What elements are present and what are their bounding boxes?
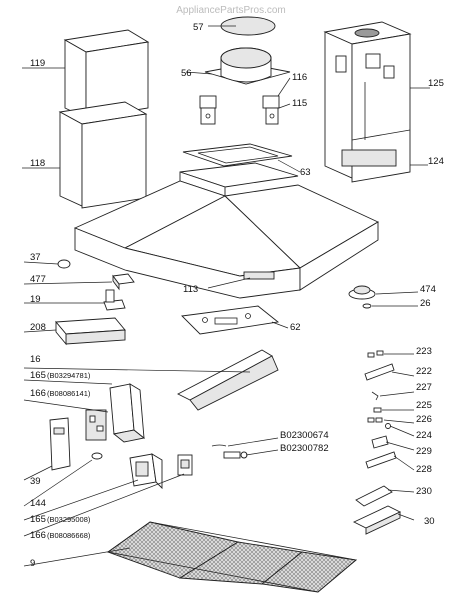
label-222: 222: [416, 366, 432, 377]
label-113: 113: [183, 284, 198, 295]
label-19: 19: [30, 294, 41, 305]
part-229-holder: [371, 435, 389, 449]
part-19-clip: [103, 289, 126, 311]
label-225: 225: [416, 400, 432, 411]
part-118-lower-chimney: [58, 101, 148, 209]
part-144-grommet: [91, 452, 103, 460]
label-56: 56: [181, 68, 192, 79]
part-30-light-cover: [352, 505, 402, 535]
part-477-cover: [112, 273, 135, 291]
part-37-clip: [57, 259, 71, 269]
part-222-light-bar: [364, 363, 395, 381]
label-b02300674: B02300674: [280, 430, 329, 441]
part-116-bracket: [262, 95, 280, 125]
label-165a: 165: [30, 370, 46, 381]
part-115-bracket: [199, 95, 217, 125]
part-56-blower: [204, 47, 291, 85]
label-9: 9: [30, 558, 35, 569]
part-223-lamp-holders: [367, 350, 384, 358]
label-116: 116: [292, 72, 307, 83]
label-165b-code: (B03295008): [47, 515, 91, 524]
part-224-connector: [385, 423, 391, 429]
part-39-cover: [49, 417, 71, 471]
label-228: 228: [416, 464, 432, 475]
part-62-plate: [181, 305, 280, 335]
label-166a: 166: [30, 388, 46, 399]
leader-lines: [22, 25, 430, 567]
label-165b: 165: [30, 514, 46, 525]
part-26-screw: [362, 303, 372, 309]
part-16-baffle: [177, 349, 279, 411]
label-124: 124: [428, 156, 444, 167]
label-26: 26: [420, 298, 431, 309]
label-125: 125: [428, 78, 444, 89]
label-223: 223: [416, 346, 432, 357]
label-b02300782: B02300782: [280, 443, 329, 454]
part-165-control-box: [109, 383, 146, 443]
label-229: 229: [416, 446, 432, 457]
label-230: 230: [416, 486, 432, 497]
part-165-junction-box: [129, 453, 163, 490]
label-118: 118: [30, 158, 45, 169]
label-477: 477: [30, 274, 46, 285]
label-474: 474: [420, 284, 436, 295]
label-144: 144: [30, 498, 46, 509]
part-230-lens: [355, 485, 393, 507]
part-166-circuit-board: [85, 409, 107, 441]
part-125-chimney-frame: [323, 21, 412, 183]
part-166-terminal: [177, 454, 193, 476]
hood-canopy: [73, 162, 379, 299]
label-39: 39: [30, 476, 41, 487]
watermark-text: AppliancePartsPros.com: [176, 5, 286, 16]
label-62: 62: [290, 322, 301, 333]
label-63: 63: [300, 167, 311, 178]
label-119: 119: [30, 58, 45, 69]
label-57: 57: [193, 22, 204, 33]
label-30: 30: [424, 516, 435, 527]
label-165a-code: (B03294781): [47, 371, 91, 380]
part-226-clip: [367, 417, 383, 423]
label-208: 208: [30, 322, 46, 333]
label-16: 16: [30, 354, 41, 365]
label-166b-code: (B08086668): [47, 531, 91, 540]
part-63-mounting-plate: [182, 143, 293, 167]
label-115: 115: [292, 98, 307, 109]
label-226: 226: [416, 414, 432, 425]
label-227: 227: [416, 382, 432, 393]
label-166a-code: (B08086141): [47, 389, 91, 398]
part-208-transformer: [55, 317, 126, 346]
label-37: 37: [30, 252, 41, 263]
label-224: 224: [416, 430, 432, 441]
part-228-lamp-housing: [365, 451, 397, 469]
part-119-upper-chimney: [63, 29, 150, 119]
part-wire-connector: [211, 444, 248, 459]
part-227-lamp: [371, 391, 379, 401]
part-474-knob: [348, 285, 376, 300]
label-166b: 166: [30, 530, 46, 541]
part-225-socket: [373, 407, 382, 413]
part-9-grease-filters: [107, 521, 358, 593]
